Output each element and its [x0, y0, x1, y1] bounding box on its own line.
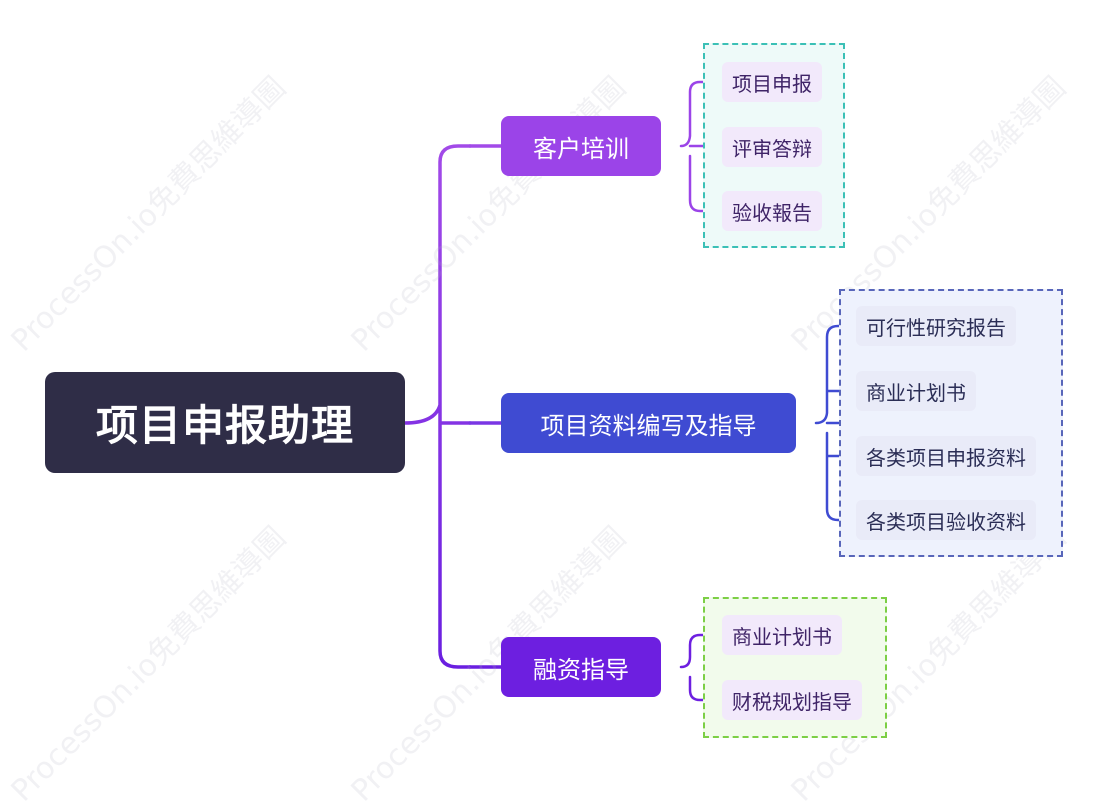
- leaf-topic[interactable]: 商业计划书: [856, 371, 976, 411]
- branch-topic-label: 融资指导: [533, 655, 629, 684]
- leaf-topic-label: 商业计划书: [732, 624, 832, 649]
- leaf-topic[interactable]: 验收報告: [722, 191, 822, 231]
- leaf-topic[interactable]: 商业计划书: [722, 615, 842, 655]
- leaf-topic-label: 项目申报: [732, 71, 812, 96]
- root-topic-label: 项目申报助理: [95, 401, 354, 450]
- leaf-topic-label: 各类项目申报资料: [866, 445, 1026, 470]
- leaf-topic[interactable]: 各类项目申报资料: [856, 436, 1036, 476]
- leaf-topic[interactable]: 可行性研究报告: [856, 306, 1016, 346]
- leaf-topic[interactable]: 项目申报: [722, 62, 822, 102]
- branch-topic-label: 项目资料编写及指导: [540, 411, 757, 440]
- branch3-brace: [679, 633, 724, 702]
- leaf-topic-label: 财税规划指导: [732, 689, 852, 714]
- leaf-topic-label: 可行性研究报告: [866, 315, 1006, 340]
- leaf-topic-label: 各类项目验收资料: [866, 509, 1026, 534]
- branch-topic-label: 客户培训: [533, 134, 629, 163]
- leaf-topic-label: 评审答辩: [732, 136, 812, 161]
- leaf-topic[interactable]: 财税规划指导: [722, 680, 862, 720]
- branch-topic-document-writing[interactable]: 项目资料编写及指导: [501, 393, 796, 453]
- leaf-topic-label: 商业计划书: [866, 380, 966, 405]
- branch-topic-customer-training[interactable]: 客户培训: [501, 116, 661, 176]
- root-topic[interactable]: 项目申报助理: [45, 372, 405, 473]
- leaf-topic-label: 验收報告: [732, 200, 812, 225]
- root-brace-connector: [403, 144, 472, 669]
- leaf-topic[interactable]: 各类项目验收资料: [856, 500, 1036, 540]
- leaf-topic[interactable]: 评审答辩: [722, 127, 822, 167]
- branch-topic-financing-guidance[interactable]: 融资指导: [501, 637, 661, 697]
